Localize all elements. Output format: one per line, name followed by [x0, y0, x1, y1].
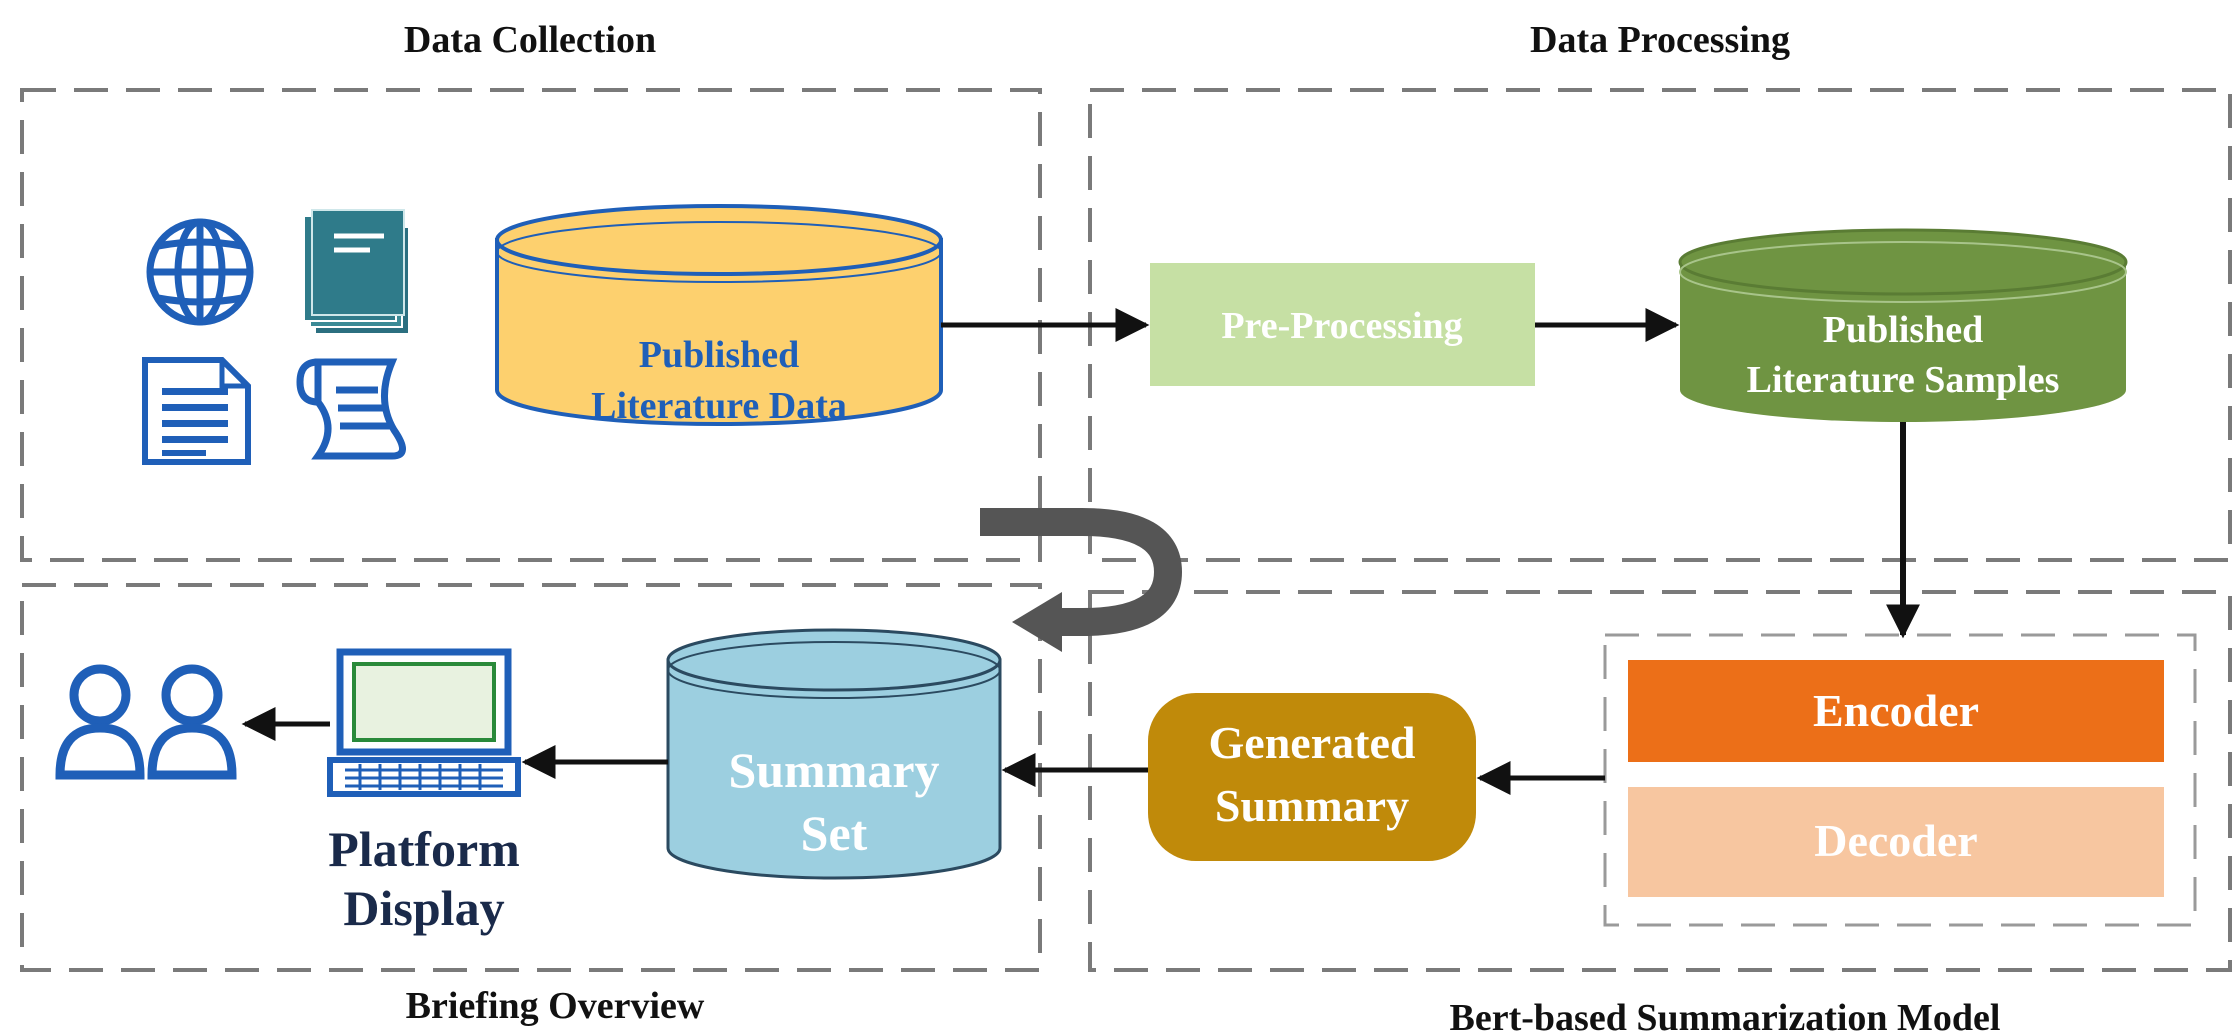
loop-arrow-icon	[980, 508, 1182, 652]
encoder-label: Encoder	[1813, 685, 1979, 736]
decoder-box: Decoder	[1628, 787, 2164, 897]
published-literature-samples-db: Published Literature Samples	[1678, 228, 2128, 422]
published-literature-data-label-1: Published	[639, 334, 800, 376]
published-literature-samples-label-1: Published	[1823, 309, 1984, 351]
platform-display-label-2: Display	[343, 880, 504, 936]
scroll-icon	[296, 358, 406, 460]
pre-processing-box: Pre-Processing	[1150, 263, 1535, 386]
users-icon	[55, 664, 237, 780]
section-title-data-collection: Data Collection	[404, 19, 656, 61]
globe-icon	[146, 218, 254, 326]
decoder-label: Decoder	[1814, 815, 1977, 866]
published-literature-data-db: Published Literature Data	[495, 204, 943, 427]
published-literature-samples-label-2: Literature Samples	[1747, 359, 2060, 401]
summary-set-label-1: Summary	[728, 742, 939, 798]
frame-briefing-overview	[20, 583, 1042, 972]
generated-summary-box: Generated Summary	[1148, 693, 1476, 861]
document-icon	[142, 357, 251, 465]
generated-summary-label-2: Summary	[1215, 780, 1409, 831]
section-title-briefing-overview: Briefing Overview	[406, 985, 705, 1027]
frame-bert-model	[1088, 590, 2232, 972]
section-title-data-processing: Data Processing	[1530, 19, 1790, 61]
encoder-box: Encoder	[1628, 660, 2164, 762]
section-title-bert-model: Bert-based Summarization Model	[1450, 997, 2001, 1035]
summary-set-label-2: Set	[801, 805, 868, 861]
books-icon	[303, 209, 408, 333]
platform-display-label-1: Platform	[328, 821, 520, 877]
generated-summary-label-1: Generated	[1209, 717, 1416, 768]
summary-set-db: Summary Set	[666, 628, 1002, 880]
pre-processing-label: Pre-Processing	[1221, 305, 1462, 347]
computer-icon	[327, 648, 521, 797]
published-literature-data-label-2: Literature Data	[591, 385, 847, 427]
